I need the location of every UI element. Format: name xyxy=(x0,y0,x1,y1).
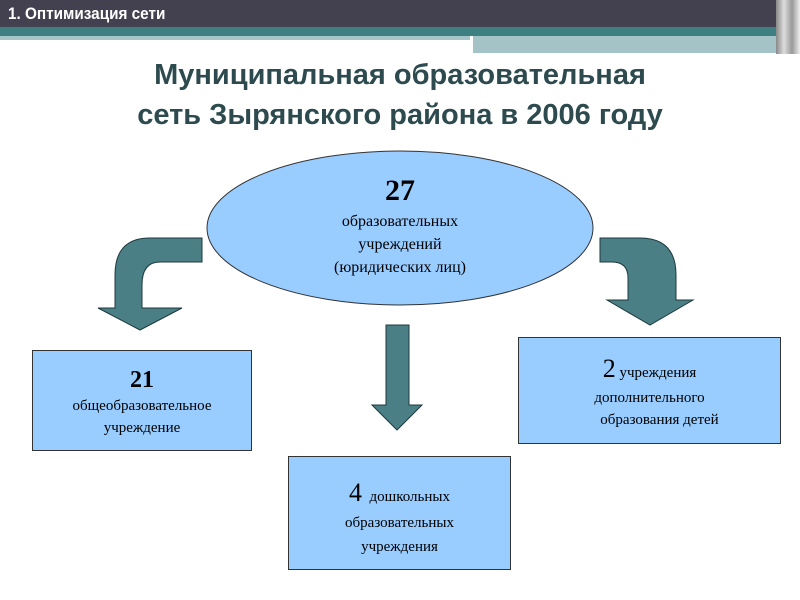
header-bar xyxy=(0,0,800,27)
title-line-2: сеть Зырянского района в 2006 году xyxy=(137,99,663,131)
right-line-3: образования детей xyxy=(600,412,719,428)
center-number: 27 xyxy=(385,174,415,207)
center-line-3: (юридических лиц) xyxy=(334,259,466,276)
middle-number: 4 xyxy=(349,478,363,507)
right-arrow xyxy=(599,237,695,326)
middle-line-3: учреждения xyxy=(361,539,438,555)
center-text: 27 образовательных учреждений (юридическ… xyxy=(250,172,550,279)
slide-title: Муниципальная образовательная сеть Зырян… xyxy=(0,55,800,135)
left-box: 21 общеобразовательное учреждение xyxy=(32,350,252,451)
middle-line-1: дошкольных xyxy=(369,489,450,505)
middle-arrow xyxy=(370,324,424,431)
left-arrow xyxy=(97,237,203,331)
left-number: 21 xyxy=(130,367,154,393)
title-line-1: Муниципальная образовательная xyxy=(154,59,646,91)
header-band xyxy=(0,27,800,36)
center-line-1: образовательных xyxy=(341,213,459,230)
middle-box: 4 дошкольных образовательных учреждения xyxy=(288,456,511,570)
right-number: 2 xyxy=(602,354,616,383)
left-line-2: учреждение xyxy=(103,420,181,436)
header-strip xyxy=(0,36,470,40)
right-box: 2 учреждения дополнительного образования… xyxy=(518,337,781,444)
right-line-2: дополнительного xyxy=(594,390,705,406)
center-ellipse xyxy=(206,150,594,306)
middle-line-2: образовательных xyxy=(345,515,454,531)
left-line-1: общеобразовательное xyxy=(72,398,212,414)
header-edge xyxy=(776,0,800,54)
center-line-2: учреждений xyxy=(358,236,442,253)
section-title: 1. Оптимизация сети xyxy=(8,4,166,23)
header-strip-right xyxy=(473,36,800,53)
right-line-1: учреждения xyxy=(619,365,697,381)
